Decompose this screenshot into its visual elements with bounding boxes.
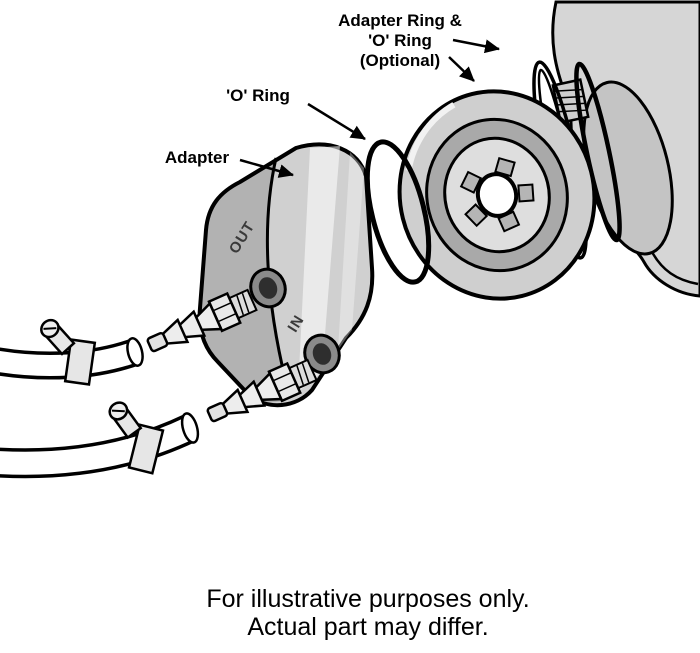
label-o-ring: 'O' Ring	[226, 86, 290, 105]
port-in-label: IN	[284, 312, 307, 335]
adapter-highlight-stripe	[298, 146, 340, 392]
label-adapter: Adapter	[165, 148, 230, 167]
hose-in	[0, 412, 200, 479]
engine-detail-line	[650, 251, 699, 286]
hose-clamp	[40, 318, 97, 386]
filter-mount-flange	[397, 89, 597, 301]
arrow-to-adapter	[239, 158, 294, 178]
adapter-highlight-stripe	[338, 152, 364, 350]
hoses	[0, 318, 200, 479]
arrow-to-adapter-ring	[448, 56, 475, 82]
port-out-hole	[249, 267, 287, 309]
callout-arrows	[239, 38, 500, 178]
hose-clamp	[108, 401, 165, 475]
adapter-block: OUT IN	[197, 142, 375, 408]
flange-highlight	[405, 102, 456, 172]
hose-open-end	[126, 337, 144, 367]
label-adapter-ring-line1: Adapter Ring &	[338, 11, 462, 30]
o-ring	[364, 139, 432, 285]
arrow-to-o-ring	[307, 102, 366, 141]
adapter-edge-line	[265, 157, 292, 399]
arrow-to-o-ring-optional	[452, 38, 500, 54]
caption-line1: For illustrative purposes only.	[206, 585, 529, 613]
spline-hub	[459, 156, 535, 233]
label-adapter-ring-line2: 'O' Ring	[368, 31, 432, 50]
caption-line2: Actual part may differ.	[247, 613, 488, 641]
label-adapter-ring-line3: (Optional)	[360, 51, 440, 70]
center-hole	[475, 172, 519, 218]
hose-open-end	[180, 412, 200, 444]
